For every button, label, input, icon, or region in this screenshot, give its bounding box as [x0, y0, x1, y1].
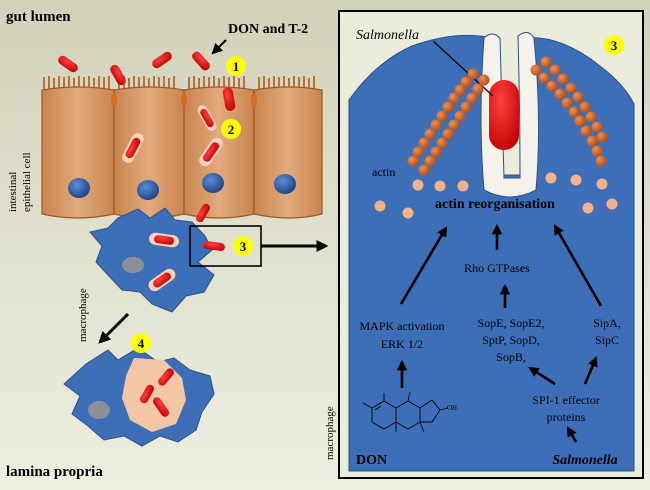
step-marker-1 — [226, 56, 246, 76]
arrow-mapk-to-actin — [399, 226, 448, 305]
actin-left — [374, 68, 490, 219]
step-markers-left: 1 2 3 4 — [131, 56, 253, 353]
label-rho-gtpases: Rho GTPases — [464, 261, 530, 275]
label-mapk-line1: MAPK activation — [360, 319, 445, 333]
label-gut-lumen: gut lumen — [6, 9, 71, 25]
epithelial-cells — [41, 86, 323, 219]
step-marker-4 — [131, 333, 151, 353]
detail-panel: 3 Salmonella actin actin reorganisation … — [324, 10, 644, 479]
label-spi-line2: proteins — [547, 410, 586, 424]
macrophage-lower — [63, 347, 215, 447]
epithelial-cell-1 — [41, 86, 115, 219]
label-macrophage-left: macrophage — [77, 288, 89, 342]
label-sop-line3: SopB, — [496, 350, 526, 364]
left-arrows — [98, 39, 329, 344]
intracellular-bacteria — [122, 87, 236, 223]
nuclei — [68, 173, 296, 200]
step-marker-3 — [233, 236, 253, 256]
arrow-sip-to-actin — [553, 224, 603, 307]
arrow-salmonella-to-spi — [566, 426, 578, 443]
macrophage-bacteria — [148, 232, 225, 292]
macrophage-upper — [89, 207, 262, 313]
label-mapk-line2: ERK 1/2 — [381, 337, 423, 351]
label-actin: actin — [372, 165, 395, 179]
epithelial-layer — [41, 51, 323, 223]
label-sop-line1: SopE, SopE2, — [477, 316, 544, 330]
step-label-3: 3 — [240, 239, 247, 254]
label-actin-reorganisation: actin reorganisation — [435, 197, 555, 212]
toxin-arrow — [211, 39, 227, 55]
don-structure — [362, 391, 449, 433]
actin-right — [530, 56, 618, 214]
step-marker-2 — [221, 119, 241, 139]
label-salmonella-bottom: Salmonella — [552, 453, 617, 468]
step-label-4: 4 — [138, 336, 145, 351]
label-don: DON — [356, 453, 387, 468]
label-epithelial-cell: epithelial cell — [21, 152, 33, 212]
label-sip-line2: SipC — [595, 333, 619, 347]
nucleus — [68, 178, 90, 198]
arrow-spi-to-sip — [583, 356, 598, 385]
label-salmonella-top: Salmonella — [356, 28, 419, 43]
label-oh: OH — [447, 404, 457, 412]
tight-junctions — [111, 93, 257, 107]
step-label-2: 2 — [228, 122, 235, 137]
label-macrophage-panel: macrophage — [324, 406, 336, 460]
label-sip-line1: SipA, — [593, 316, 621, 330]
step-label-1: 1 — [233, 59, 240, 74]
label-lamina-propria: lamina propria — [6, 464, 103, 480]
nucleus — [137, 180, 159, 200]
epithelial-cell-3 — [183, 86, 255, 219]
epithelial-cell-4 — [253, 86, 323, 219]
label-spi-line1: SPI-1 effector — [532, 393, 599, 407]
arrow-spi-to-sop — [528, 366, 556, 386]
lumen-bacteria — [58, 51, 210, 86]
step-label-3-panel: 3 — [611, 38, 618, 53]
label-intestinal: intestinal — [7, 172, 19, 212]
label-sop-line2: SptP, SopD, — [482, 333, 540, 347]
step-marker-3-panel — [604, 35, 624, 55]
salmonella-bacterium — [489, 80, 519, 150]
pathway-arrows — [396, 223, 603, 443]
label-toxins: DON and T-2 — [228, 22, 308, 37]
migration-arrow — [98, 312, 130, 344]
microvilli — [43, 76, 315, 90]
nucleus — [202, 173, 224, 193]
nucleus — [274, 174, 296, 194]
